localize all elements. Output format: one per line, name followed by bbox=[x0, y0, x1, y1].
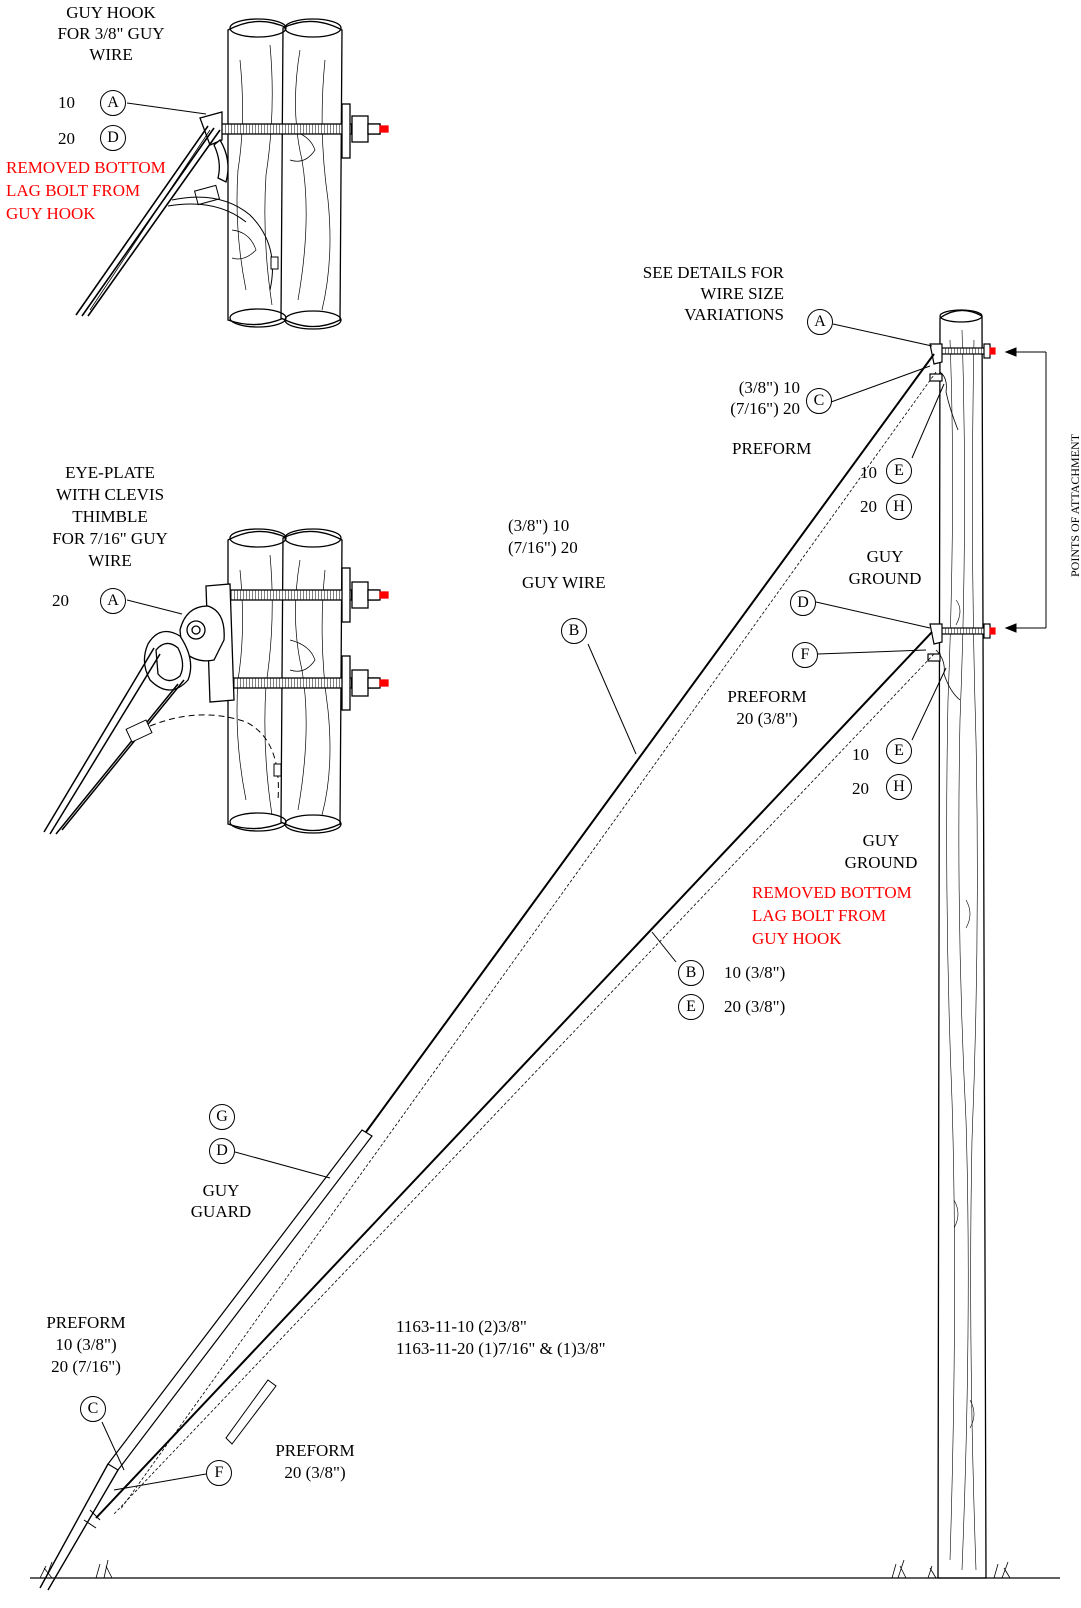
callout-c: C bbox=[80, 1396, 106, 1422]
callout-e: E bbox=[886, 738, 912, 764]
callout-e: E bbox=[886, 458, 912, 484]
lower-note-1: REMOVED BOTTOM bbox=[752, 883, 912, 902]
through-bolt-lower bbox=[211, 655, 389, 711]
guy-hook-title-2: FOR 3/8" GUY bbox=[57, 24, 165, 43]
main-guy-wires bbox=[39, 353, 937, 1591]
ground-line bbox=[30, 1559, 1060, 1579]
upper-guy-ground-2: GROUND bbox=[848, 569, 922, 588]
guy-hook-detail bbox=[75, 18, 389, 330]
lower-guy-ground-2: GROUND bbox=[844, 853, 918, 872]
guy-wire-label: GUY WIRE bbox=[522, 573, 606, 592]
upper-preform-label: PREFORM bbox=[732, 439, 812, 458]
anchor-preform-3: 20 (7/16") bbox=[51, 1357, 121, 1376]
upper-c-size-1: (3/8") 10 bbox=[738, 378, 800, 397]
callout-a: A bbox=[100, 90, 126, 116]
guy-hook-title-3: WIRE bbox=[89, 45, 133, 64]
upper-qty-e: 10 bbox=[860, 463, 877, 482]
leader-lines bbox=[101, 102, 947, 1491]
callout-d: D bbox=[100, 125, 126, 151]
lower-e-size: 20 (3/8") bbox=[724, 997, 786, 1016]
eye-plate-title-4: FOR 7/16" GUY bbox=[52, 529, 168, 548]
anchor-preform-2: 10 (3/8") bbox=[55, 1335, 117, 1354]
lower-guy-wire bbox=[95, 631, 933, 1519]
lower-b-size: 10 (3/8") bbox=[724, 963, 786, 982]
guy-ground-upper-wire bbox=[119, 371, 937, 1511]
guy-hook-note-3: GUY HOOK bbox=[6, 204, 96, 223]
upper-c-size-2: (7/16") 20 bbox=[730, 399, 800, 418]
guy-wire-detail-top bbox=[75, 125, 221, 317]
main-pole bbox=[937, 309, 987, 1579]
lower-qty-e: 10 bbox=[852, 745, 869, 764]
callout-c: C bbox=[806, 388, 832, 414]
guy-wire-size-2: (7/16") 20 bbox=[508, 538, 578, 557]
see-details-1: SEE DETAILS FOR bbox=[642, 263, 784, 282]
upper-guy-ground-1: GUY bbox=[866, 547, 904, 566]
see-details-3: VARIATIONS bbox=[684, 305, 784, 324]
guy-ground-lower-wire bbox=[113, 653, 935, 1515]
lower-guy-ground-1: GUY bbox=[862, 831, 900, 850]
lower-preform-1: PREFORM bbox=[727, 687, 807, 706]
guy-ground-detail-middle bbox=[125, 714, 282, 801]
anchor-preform2-1: PREFORM bbox=[275, 1441, 355, 1460]
lower-note-2: LAG BOLT FROM bbox=[752, 906, 887, 925]
attachment-dimension bbox=[1004, 347, 1047, 633]
upper-guy-wire bbox=[365, 353, 935, 1133]
callout-a: A bbox=[807, 309, 833, 335]
guy-ground-detail-top bbox=[167, 184, 279, 291]
guy-wire-size-1: (3/8") 10 bbox=[508, 516, 570, 535]
callout-d: D bbox=[790, 590, 816, 616]
eye-plate-title-2: WITH CLEVIS bbox=[55, 485, 165, 504]
callout-e: E bbox=[678, 994, 704, 1020]
guy-wire-detail-middle bbox=[43, 647, 185, 835]
assembly-unit-2: 1163-11-20 (1)7/16" & (1)3/8" bbox=[396, 1339, 606, 1358]
callout-d: D bbox=[209, 1138, 235, 1164]
callout-a: A bbox=[100, 588, 126, 614]
callout-g: G bbox=[209, 1104, 235, 1130]
see-details-2: WIRE SIZE bbox=[700, 284, 784, 303]
through-bolt-top bbox=[219, 103, 389, 159]
clevis-thimble bbox=[143, 630, 192, 691]
guy-guard-label-2: GUARD bbox=[190, 1202, 252, 1221]
lower-qty-h: 20 bbox=[852, 779, 869, 798]
guy-hook-note-2: LAG BOLT FROM bbox=[6, 181, 141, 200]
guy-hook bbox=[199, 111, 229, 183]
eye-plate bbox=[179, 583, 235, 703]
points-of-attachment-label: POINTS OF ATTACHMENT bbox=[1068, 433, 1081, 577]
callout-f: F bbox=[206, 1460, 232, 1486]
guy-hook-qty-d: 20 bbox=[58, 129, 75, 148]
lower-preform-2: 20 (3/8") bbox=[736, 709, 798, 728]
callout-h: H bbox=[886, 494, 912, 520]
lower-note-3: GUY HOOK bbox=[752, 929, 842, 948]
eye-plate-qty-a: 20 bbox=[52, 591, 69, 610]
guy-hook-qty-a: 10 bbox=[58, 93, 75, 112]
through-bolt-upper bbox=[211, 567, 389, 623]
callout-b: B bbox=[678, 960, 704, 986]
callout-b: B bbox=[561, 618, 587, 644]
guy-guard-label-1: GUY bbox=[202, 1181, 240, 1200]
anchor-preform-1: PREFORM bbox=[46, 1313, 126, 1332]
callout-f: F bbox=[792, 642, 818, 668]
pole-section-top bbox=[227, 18, 343, 330]
eye-plate-title-1: EYE-PLATE bbox=[65, 463, 155, 482]
upper-qty-h: 20 bbox=[860, 497, 877, 516]
guy-hook-title-1: GUY HOOK bbox=[66, 3, 156, 22]
main-pole-hardware bbox=[927, 343, 996, 701]
callout-h: H bbox=[886, 774, 912, 800]
guy-hook-note-1: REMOVED BOTTOM bbox=[6, 158, 166, 177]
anchor-preform2-2: 20 (3/8") bbox=[284, 1463, 346, 1482]
assembly-unit-1: 1163-11-10 (2)3/8" bbox=[396, 1317, 527, 1336]
eye-plate-detail bbox=[43, 528, 389, 835]
eye-plate-title-3: THIMBLE bbox=[72, 507, 148, 526]
eye-plate-title-5: WIRE bbox=[88, 551, 132, 570]
